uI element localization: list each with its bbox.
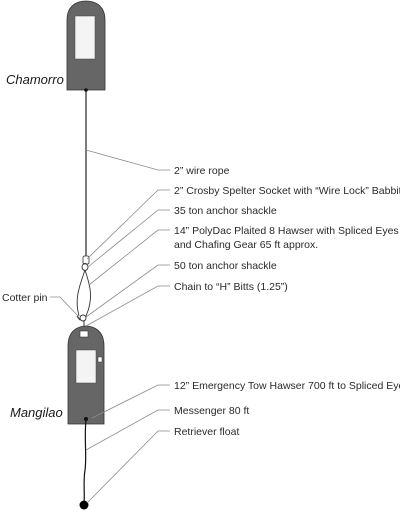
mangilao-window: [75, 349, 97, 384]
leader-retriever-float: [86, 430, 170, 504]
leader-messenger: [85, 409, 170, 451]
leader-lines: [50, 149, 170, 504]
label-shackle-35: 35 ton anchor shackle: [174, 205, 277, 217]
vessel-name-mangilao: Mangilao: [10, 405, 63, 420]
label-emergency-hawser: 12” Emergency Tow Hawser 700 ft to Splic…: [174, 380, 400, 392]
label-hawser-line-1: 14” PolyDac Plaited 8 Hawser with Splice…: [174, 225, 399, 237]
vessel-chamorro: [66, 0, 106, 92]
anchor-shackle-50-ton: [79, 314, 87, 322]
retriever-float: [79, 500, 89, 510]
label-chain: Chain to “H” Bitts (1.25”): [174, 281, 288, 293]
leader-cotter-pin: [50, 296, 79, 317]
leader-shackle-50: [85, 264, 170, 318]
label-wire-rope: 2” wire rope: [174, 165, 230, 177]
vessel-name-chamorro: Chamorro: [6, 72, 64, 87]
leader-hawser: [88, 229, 170, 286]
polydac-hawser: [76, 269, 91, 317]
label-shackle-50: 50 ton anchor shackle: [174, 260, 277, 272]
anchor-shackle-35-ton: [81, 263, 89, 271]
leader-wire-rope: [85, 149, 170, 171]
mangilao-deck-fitting: [97, 356, 103, 363]
messenger-line: [83, 418, 87, 504]
label-hawser-line-2: and Chafing Gear 65 ft approx.: [174, 239, 318, 251]
tow-rigging: [76, 90, 91, 330]
label-cotter-pin: Cotter pin: [2, 292, 48, 304]
vessel-mangilao: [67, 325, 105, 425]
label-messenger: Messenger 80 ft: [174, 405, 249, 417]
cotter-pin: [76, 315, 81, 321]
label-retriever-float: Retriever float: [174, 426, 239, 438]
chamorro-window: [74, 15, 96, 60]
leader-shackle-35: [87, 209, 170, 268]
leader-spelter-socket: [86, 189, 170, 260]
h-bitts: [79, 330, 89, 338]
leader-emergency-hawser: [91, 384, 170, 419]
leader-chain: [85, 285, 170, 327]
spelter-socket: [82, 255, 90, 265]
label-spelter-socket: 2” Crosby Spelter Socket with “Wire Lock…: [174, 185, 400, 197]
